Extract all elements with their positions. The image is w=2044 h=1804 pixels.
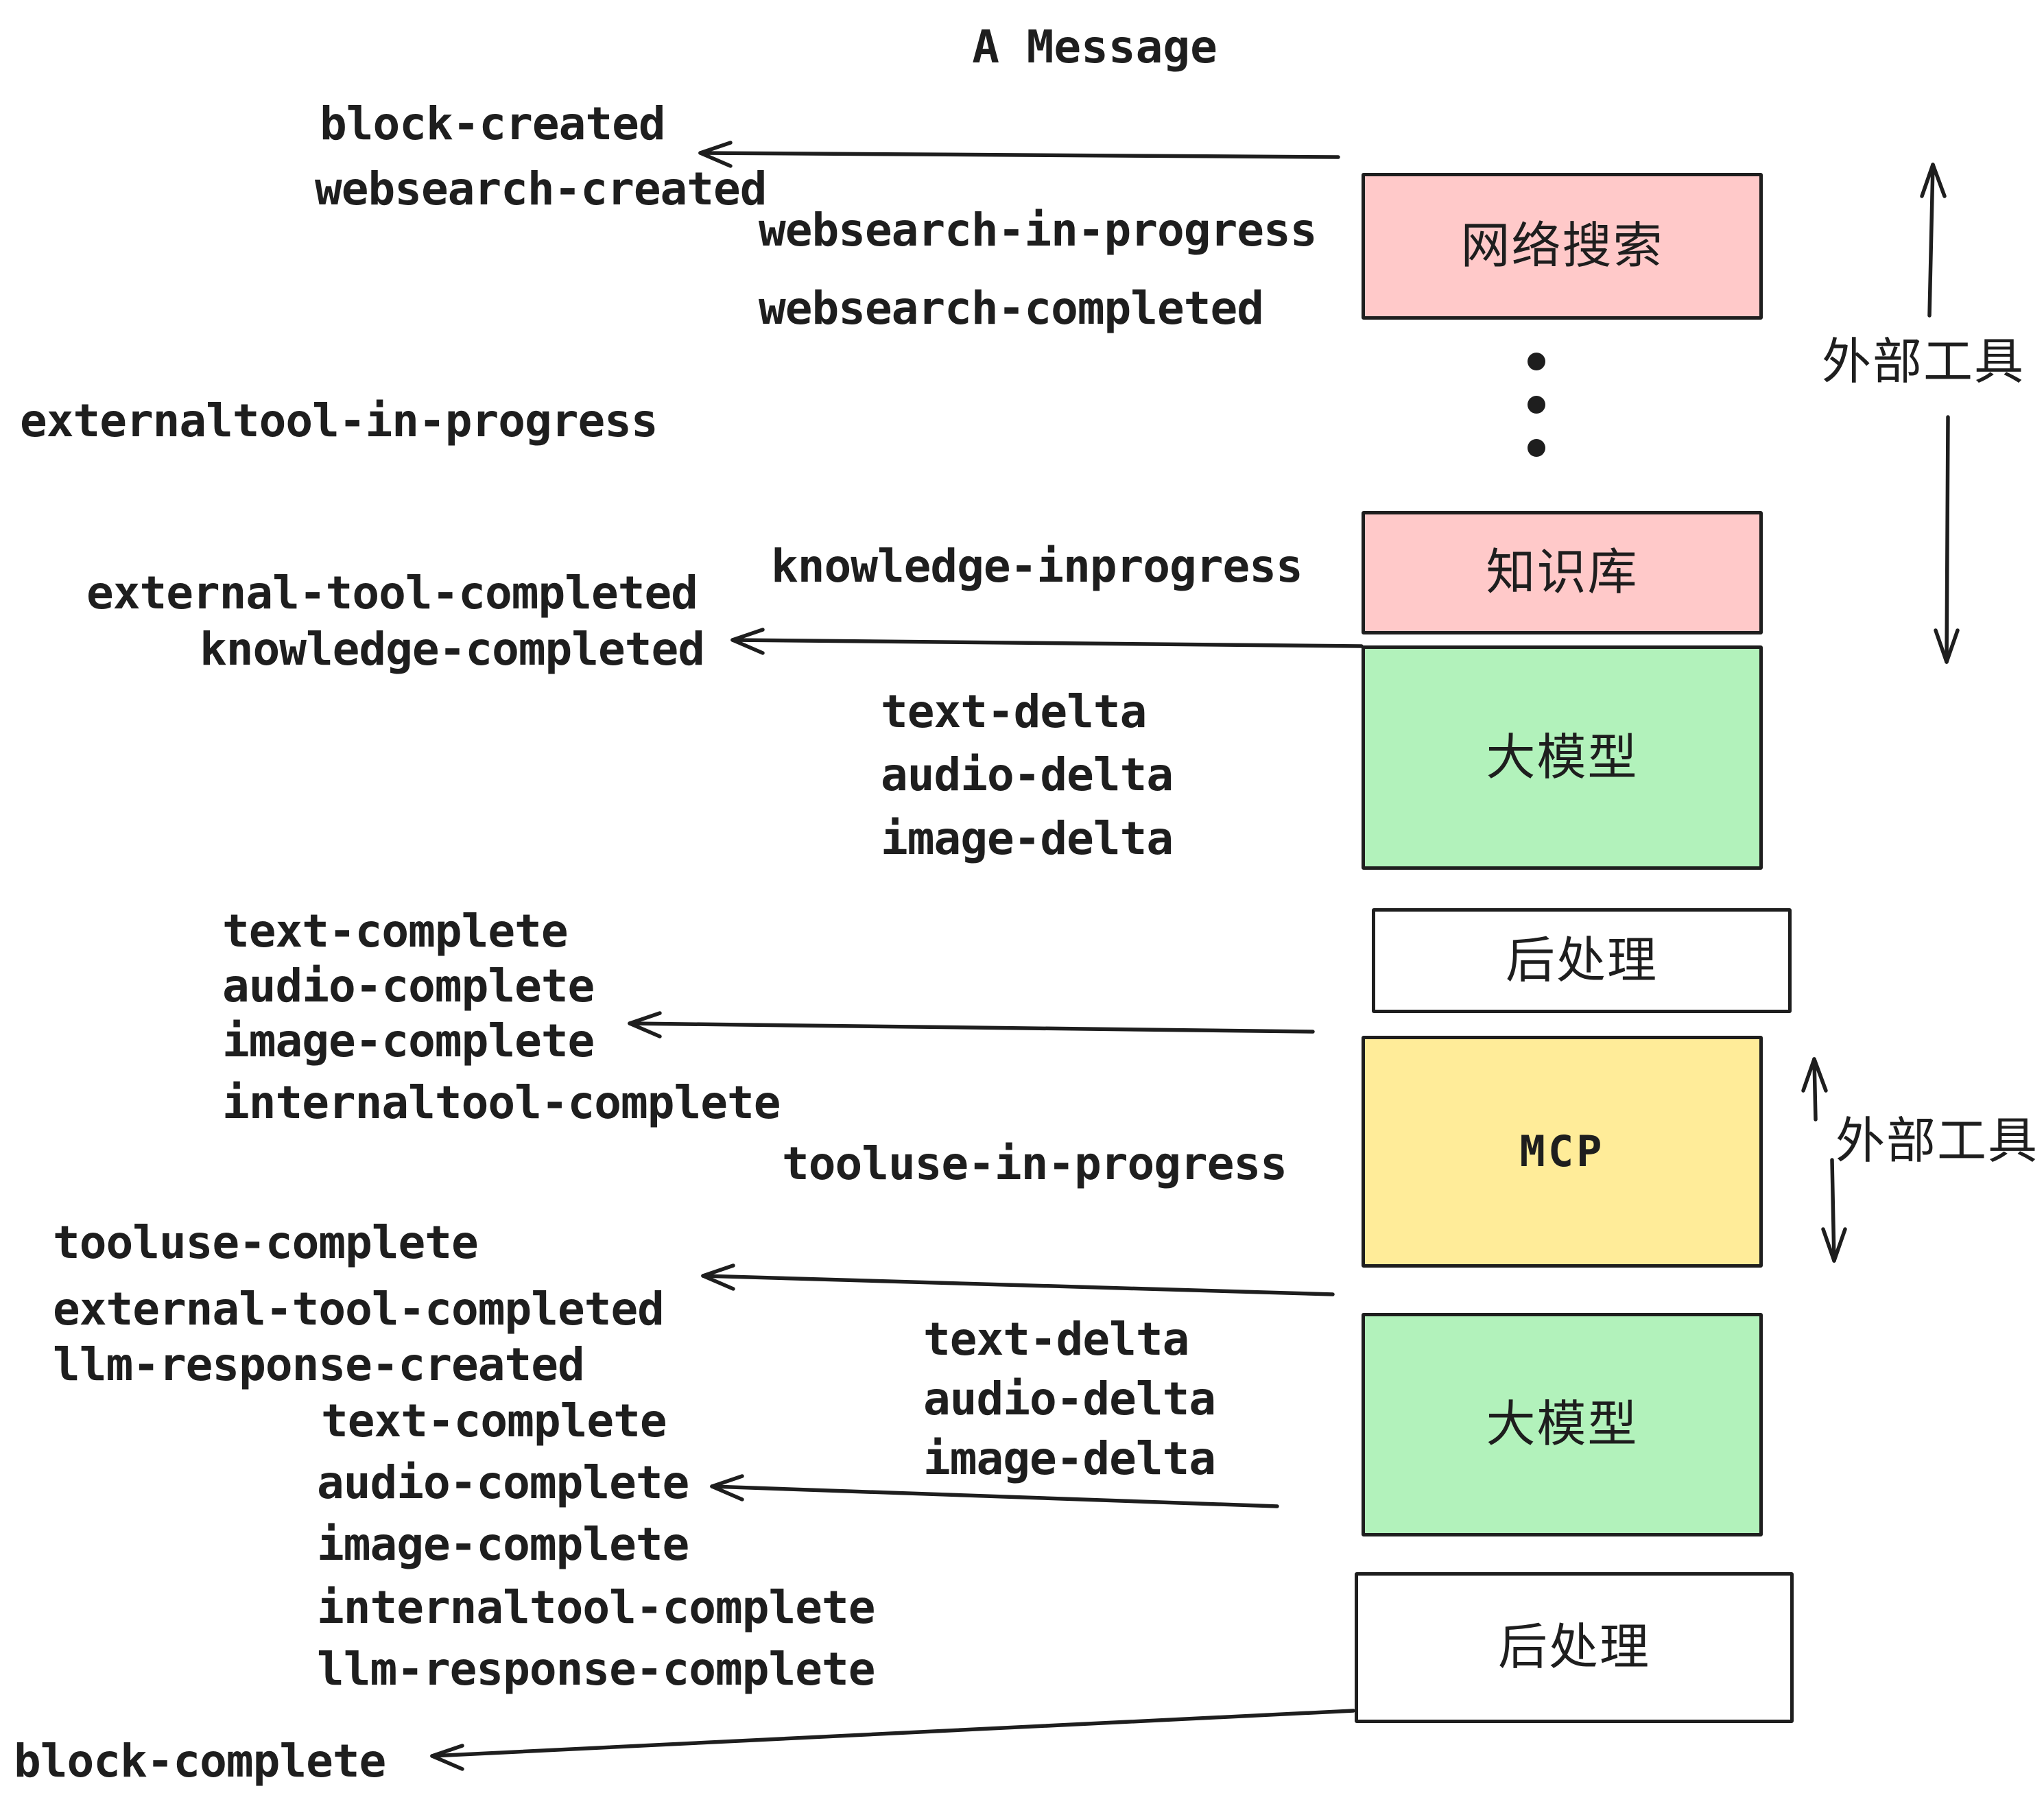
arrow-up-7: [1920, 163, 1947, 318]
node-llm-1: 大模型: [1362, 645, 1763, 870]
event-label-internaltool-complete: internaltool-complete: [222, 1076, 781, 1129]
event-label-tooluse-complete: tooluse-complete: [53, 1216, 479, 1269]
event-label-external-tool-completed: external-tool-completed: [86, 567, 698, 619]
event-label-knowledge-completed: knowledge-completed: [200, 623, 705, 676]
event-label-block-created: block-created: [320, 97, 666, 150]
event-label-llm-response-created: llm-response-created: [53, 1338, 585, 1391]
event-label-externaltool-in-progress: externaltool-in-progress: [20, 394, 658, 447]
arrow-left-5: [710, 1474, 1279, 1508]
node-label-knowledge: 知识库: [1486, 545, 1639, 600]
ellipsis-dot-2: [1528, 396, 1545, 414]
arrow-left-2: [730, 628, 1364, 655]
ellipsis-dot-3: [1528, 439, 1545, 457]
arrow-left-4: [701, 1263, 1335, 1296]
event-label-websearch-completed: websearch-completed: [759, 282, 1264, 335]
arrow-left-6: [430, 1709, 1355, 1771]
ellipsis-dot-1: [1528, 353, 1545, 370]
arrow-left-3: [628, 1011, 1315, 1039]
event-label-text-delta: text-delta: [881, 685, 1147, 738]
node-label-postprocess-2: 后处理: [1497, 1620, 1650, 1675]
event-label-text-complete: text-complete: [222, 905, 569, 958]
node-llm-2: 大模型: [1362, 1313, 1763, 1536]
node-label-websearch: 网络搜索: [1460, 219, 1664, 274]
event-label-image-complete: image-complete: [317, 1518, 689, 1571]
node-postprocess-2: 后处理: [1355, 1572, 1794, 1723]
node-label-postprocess-1: 后处理: [1505, 933, 1658, 988]
event-label-websearch-in-progress: websearch-in-progress: [759, 204, 1317, 257]
event-label-internaltool-complete: internaltool-complete: [317, 1581, 875, 1634]
event-label-image-delta: image-delta: [923, 1432, 1216, 1485]
event-label-audio-complete: audio-complete: [317, 1456, 689, 1509]
node-label-mcp: MCP: [1519, 1126, 1605, 1176]
event-label-knowledge-inprogress: knowledge-inprogress: [771, 540, 1303, 593]
event-label-image-complete: image-complete: [222, 1014, 595, 1067]
arrow-down-8: [1934, 415, 1960, 664]
event-label-text-delta: text-delta: [923, 1313, 1189, 1366]
event-label-text-complete: text-complete: [321, 1394, 667, 1447]
node-label-llm-2: 大模型: [1486, 1397, 1639, 1452]
node-mcp: MCP: [1362, 1036, 1763, 1268]
node-label-llm-1: 大模型: [1486, 730, 1639, 785]
arrow-left-1: [698, 141, 1340, 168]
event-label-audio-delta: audio-delta: [923, 1373, 1216, 1425]
node-websearch: 网络搜索: [1362, 173, 1763, 320]
arrow-down-10: [1821, 1158, 1847, 1263]
event-label-block-complete: block-complete: [14, 1735, 386, 1788]
diagram-title: A Message: [972, 21, 1217, 73]
side-label-external-tools-1: 外部工具: [1822, 335, 2025, 390]
event-label-external-tool-completed: external-tool-completed: [53, 1283, 665, 1336]
node-knowledge: 知识库: [1362, 511, 1763, 634]
event-label-image-delta: image-delta: [881, 812, 1174, 865]
event-label-llm-response-complete: llm-response-complete: [317, 1643, 875, 1696]
event-label-audio-delta: audio-delta: [881, 748, 1174, 801]
node-postprocess-1: 后处理: [1372, 908, 1792, 1013]
arrow-up-9: [1801, 1057, 1828, 1121]
event-label-websearch-created: websearch-created: [315, 163, 768, 215]
event-label-audio-complete: audio-complete: [222, 960, 595, 1012]
side-label-external-tools-2: 外部工具: [1835, 1114, 2039, 1169]
event-label-tooluse-in-progress: tooluse-in-progress: [782, 1137, 1287, 1190]
